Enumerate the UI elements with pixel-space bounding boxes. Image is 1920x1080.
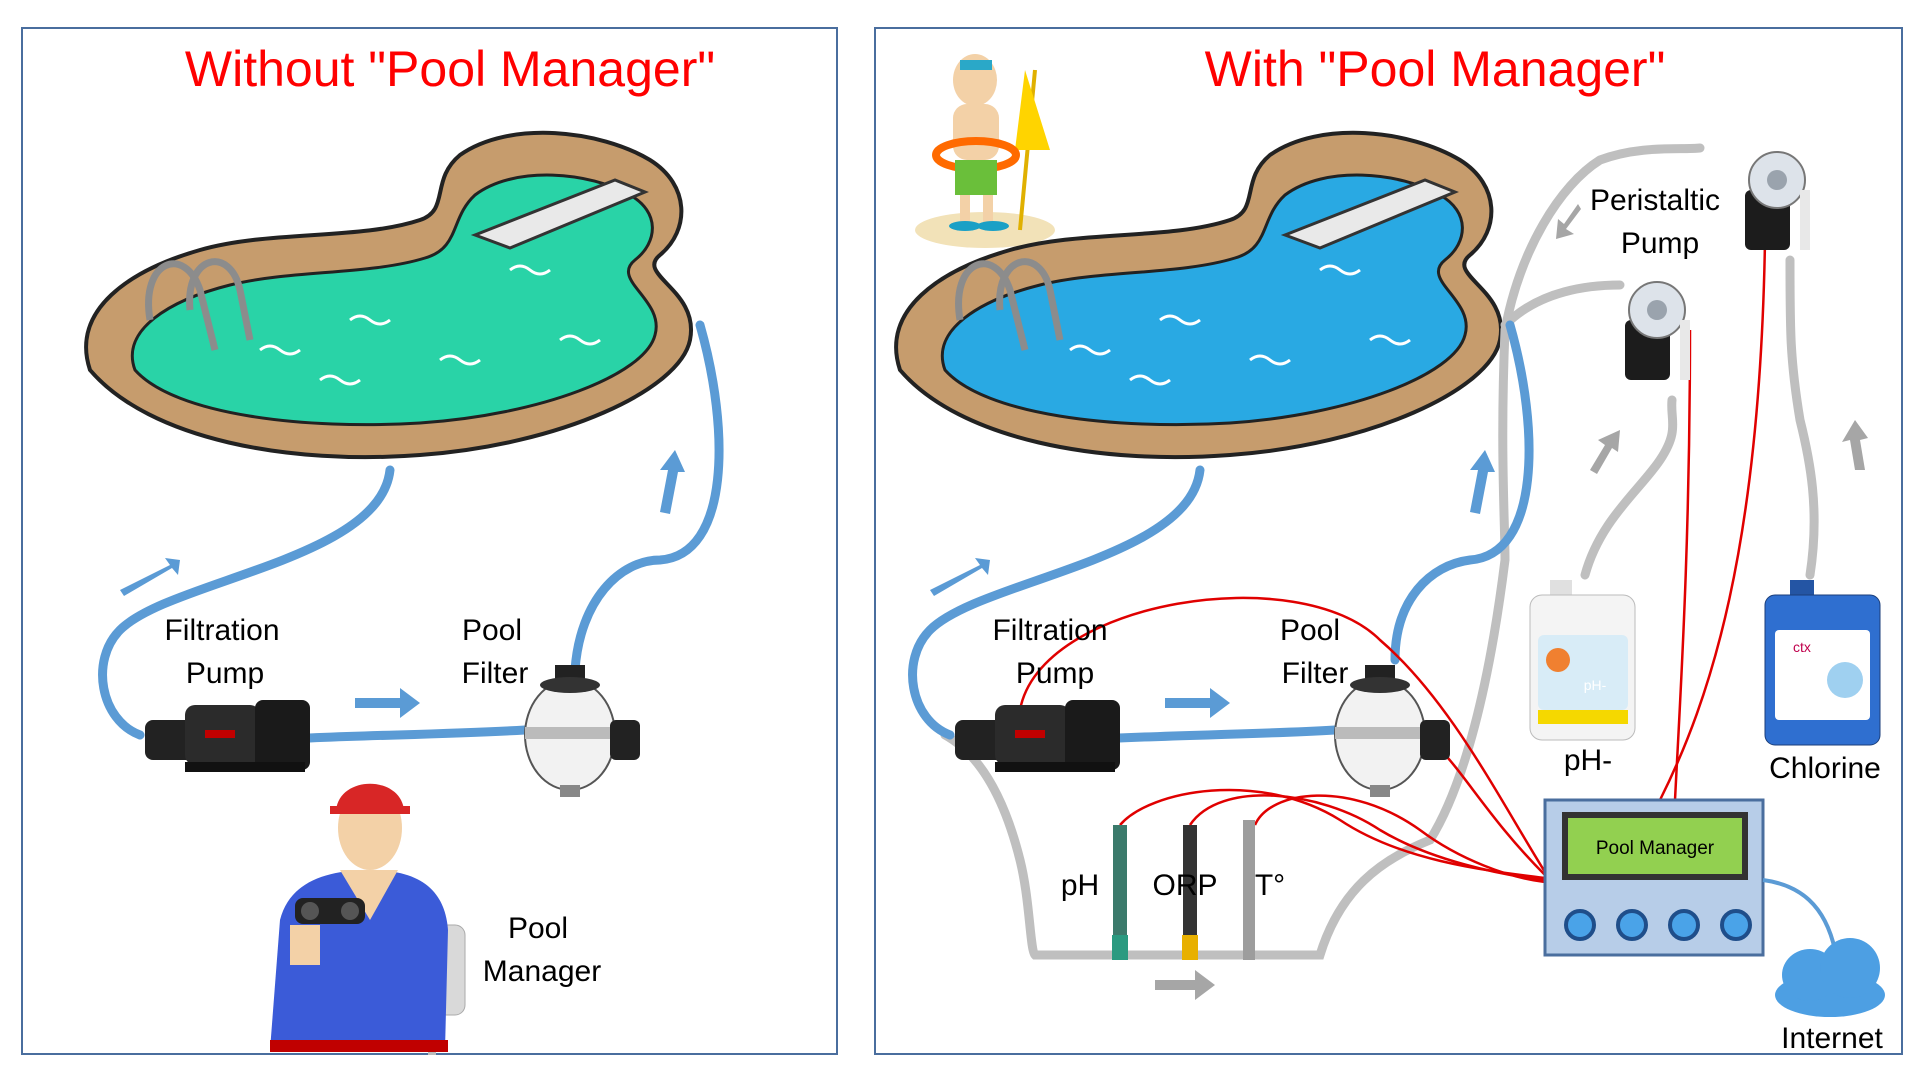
ph-minus-label: pH- (1564, 744, 1612, 777)
sensor-ph-probe (1112, 825, 1128, 960)
arrow-sensor-loop (1155, 970, 1215, 1000)
wire-chlorine-pump (1658, 239, 1767, 801)
left-filter-label-1: Pool (462, 614, 522, 647)
left-title: Without "Pool Manager" (185, 41, 715, 97)
left-pump-label-1: Filtration (164, 614, 279, 647)
ph-canister-label: pH- (1584, 677, 1607, 693)
pool-manager-person (270, 783, 466, 1055)
chlorine-injection-pipe (1500, 143, 1705, 335)
sensor-orp-probe (1182, 825, 1198, 960)
controller-button-1[interactable] (1564, 909, 1596, 941)
sensor-temp-probe (1243, 820, 1255, 960)
internet-label: Internet (1781, 1022, 1883, 1055)
red-wires (1018, 239, 1767, 884)
arrow-outlet (120, 558, 180, 596)
left-pool (84, 130, 694, 460)
left-panel: Without "Pool Manager" (21, 27, 838, 1055)
right-pool-filter (1334, 665, 1450, 797)
diving-board (1280, 178, 1459, 250)
peristaltic-pump-ph (1625, 281, 1690, 380)
right-filter-label-2: Filter (1282, 657, 1349, 690)
pipe-return (1390, 320, 1534, 665)
right-filtration-pump (955, 700, 1120, 772)
controller-button-2[interactable] (1616, 909, 1648, 941)
arrow-return (660, 450, 685, 514)
happy-swimmer (915, 54, 1055, 248)
left-filter-label-2: Filter (462, 657, 529, 690)
chlorine-suction-pipe (1785, 255, 1819, 580)
water-ripples (259, 264, 601, 386)
sensor-temp-label: T° (1255, 869, 1285, 902)
pipe-outlet (98, 465, 395, 740)
left-manager-label-2: Manager (483, 955, 601, 988)
right-pump-label-1: Filtration (992, 614, 1107, 647)
ph-minus-canister: pH- (1529, 580, 1636, 741)
peristaltic-label-2: Pump (1621, 227, 1699, 260)
wire-orp (1188, 794, 1546, 882)
right-grey-pipes (940, 143, 1819, 960)
right-title: With "Pool Manager" (1205, 41, 1666, 97)
peristaltic-label-1: Peristaltic (1590, 184, 1720, 217)
left-filtration-pump (145, 700, 310, 772)
arrow-ph-suction (1590, 430, 1620, 474)
left-pool-filter (524, 665, 640, 797)
internet-link (1762, 878, 1837, 951)
right-pool (894, 130, 1504, 460)
left-flow-arrows (120, 450, 685, 718)
right-panel: With "Pool Manager" (874, 27, 1903, 1055)
controller-screen (1562, 812, 1748, 880)
ph-suction-pipe (1580, 395, 1678, 580)
wire-ph-pump (1673, 329, 1692, 801)
right-filter-label-1: Pool (1280, 614, 1340, 647)
arrow-chlorine-suction (1842, 420, 1868, 470)
controller-button-4[interactable] (1720, 909, 1752, 941)
ph-injection-pipe (1500, 280, 1625, 330)
chlorine-label: Chlorine (1769, 752, 1881, 785)
left-pump-label-2: Pump (186, 657, 264, 690)
wire-temp (1253, 794, 1546, 884)
right-pump-label-2: Pump (1016, 657, 1094, 690)
pipe-outlet (908, 465, 1205, 740)
peristaltic-pump-chlorine (1745, 151, 1810, 250)
chlorine-canister: ctx (1764, 580, 1881, 746)
left-manager-label-1: Pool (508, 912, 568, 945)
pool-manager-controller: Pool Manager (1543, 798, 1765, 957)
diving-board (470, 178, 649, 250)
pool-ladder (955, 258, 1064, 351)
pipe-return (570, 320, 724, 675)
controller-button-3[interactable] (1668, 909, 1700, 941)
arrow-return (1470, 450, 1495, 514)
arrow-to-filter (1165, 688, 1230, 718)
right-flow-arrows (930, 450, 1495, 718)
sensor-ph-label: pH (1061, 869, 1099, 902)
cloud-icon (1775, 938, 1885, 1017)
controller-screen-text: Pool Manager (1596, 838, 1715, 859)
chlorine-canister-brand: ctx (1793, 639, 1811, 655)
sensor-loop-pipe (940, 325, 1510, 960)
arrow-injection (1556, 204, 1581, 239)
arrow-outlet (930, 558, 990, 596)
arrow-to-filter (355, 688, 420, 718)
pool-ladder (145, 258, 254, 351)
water-ripples (1069, 264, 1411, 386)
sensor-orp-label: ORP (1152, 869, 1217, 902)
grey-flow-arrows (1155, 204, 1868, 1000)
wire-pump (1018, 596, 1547, 873)
